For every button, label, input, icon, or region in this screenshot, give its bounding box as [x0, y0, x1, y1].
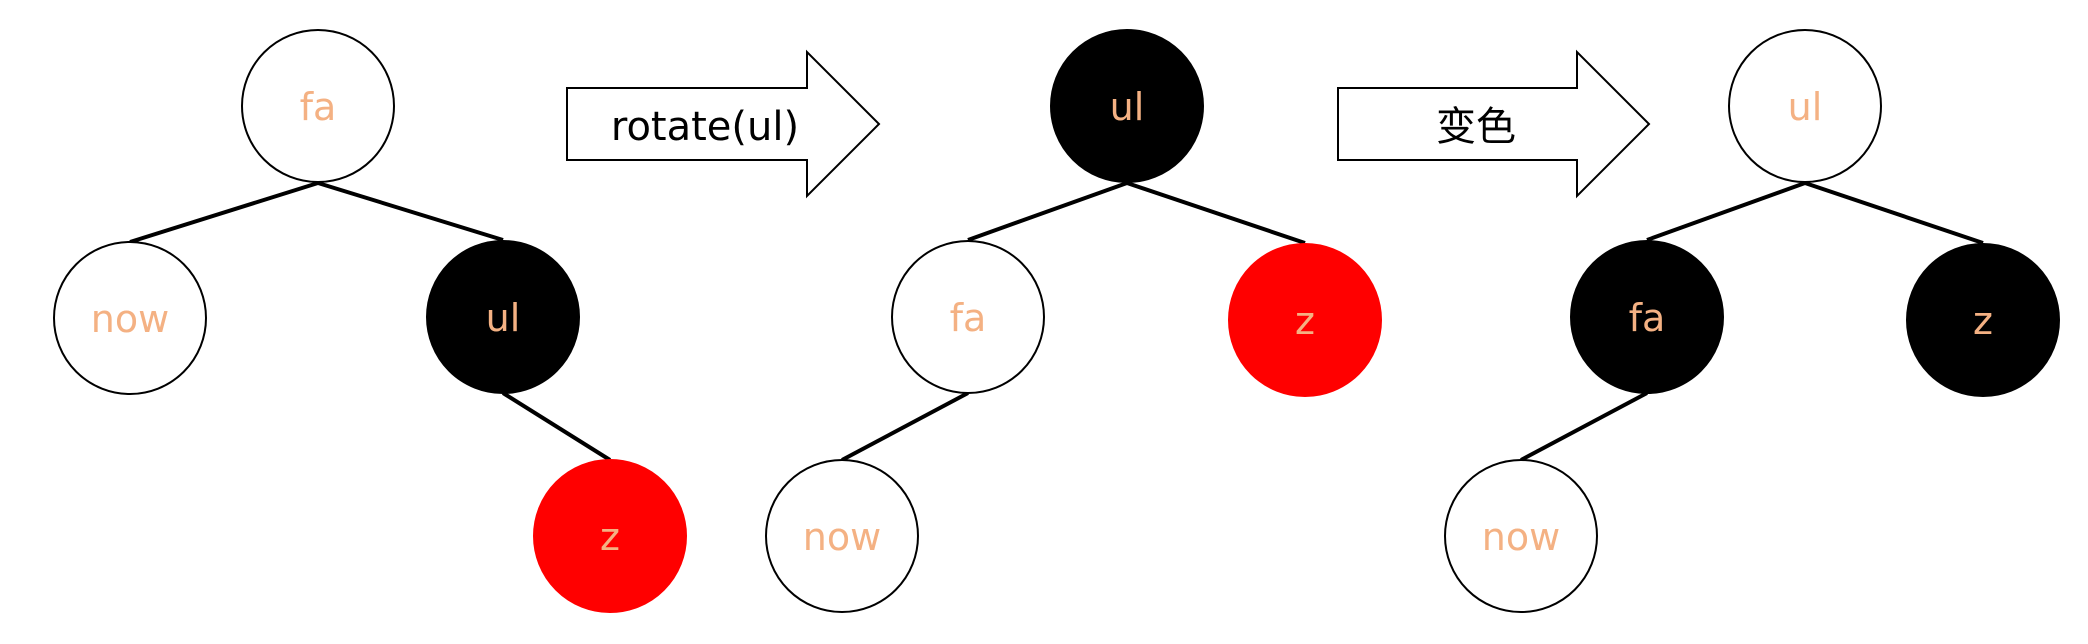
node-fa-label: fa	[950, 296, 987, 340]
arrow-rotate-label: rotate(ul)	[611, 104, 799, 150]
edge-ul-z	[501, 391, 612, 462]
node-z: z	[1906, 243, 2060, 397]
node-now-label: now	[91, 297, 169, 341]
node-z-circle	[533, 459, 687, 613]
node-ul: ul	[426, 240, 580, 394]
edge-fa-now	[1520, 391, 1648, 462]
node-fa-label: fa	[300, 85, 337, 129]
node-now: now	[765, 459, 919, 613]
node-ul-label: ul	[1788, 85, 1823, 129]
arrow-rotate: rotate(ul)	[566, 49, 881, 199]
node-fa-circle	[1570, 240, 1724, 394]
node-now-circle	[53, 241, 207, 395]
tree-after-recolor: ul fa z now	[1444, 29, 2060, 613]
node-z: z	[1228, 243, 1382, 397]
node-fa-circle	[891, 240, 1045, 394]
node-now-circle	[1444, 459, 1598, 613]
node-fa-label: fa	[1629, 296, 1666, 340]
node-z: z	[533, 459, 687, 613]
node-fa-circle	[241, 29, 395, 183]
node-ul-label: ul	[1110, 85, 1145, 129]
node-z-label: z	[1973, 299, 1993, 343]
tree-after-rotate: ul fa z now	[765, 29, 1382, 613]
edge-ul-z	[1804, 181, 1984, 245]
node-ul: ul	[1050, 29, 1204, 183]
node-ul-label: ul	[486, 296, 521, 340]
edge-ul-fa	[1646, 181, 1806, 242]
node-z-circle	[1906, 243, 2060, 397]
node-now-label: now	[803, 515, 881, 559]
node-fa: fa	[241, 29, 395, 183]
node-fa: fa	[891, 240, 1045, 394]
node-ul-circle	[426, 240, 580, 394]
node-now-label: now	[1482, 515, 1560, 559]
node-z-circle	[1228, 243, 1382, 397]
edge-ul-z	[1126, 181, 1306, 245]
node-now: now	[1444, 459, 1598, 613]
node-ul-circle	[1050, 29, 1204, 183]
arrow-recolor-label: 变色	[1436, 104, 1516, 150]
arrow-recolor-shape	[1337, 49, 1651, 199]
node-fa: fa	[1570, 240, 1724, 394]
node-ul-circle	[1728, 29, 1882, 183]
edge-ul-fa	[967, 181, 1128, 242]
edge-fa-ul	[317, 181, 504, 242]
arrow-recolor: 变色	[1337, 49, 1651, 199]
arrow-rotate-shape	[566, 49, 881, 199]
node-z-label: z	[600, 515, 620, 559]
node-now-circle	[765, 459, 919, 613]
edge-fa-now	[841, 391, 969, 462]
tree-before: fa now ul z	[53, 29, 687, 613]
edge-fa-now	[129, 181, 319, 244]
node-ul: ul	[1728, 29, 1882, 183]
node-now: now	[53, 241, 207, 395]
node-z-label: z	[1295, 299, 1315, 343]
